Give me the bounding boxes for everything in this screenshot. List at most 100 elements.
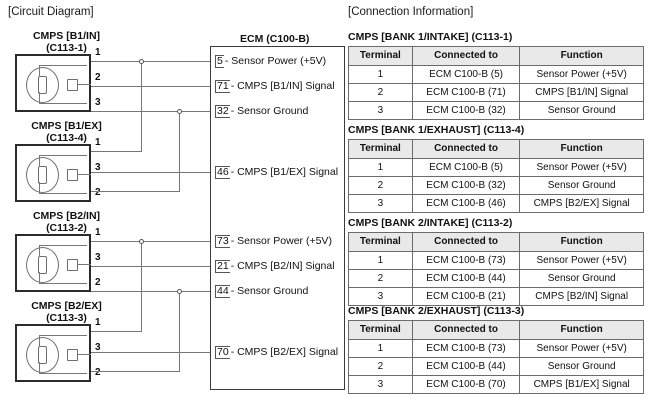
- pin-number: 3: [95, 342, 101, 353]
- wire-b1in-pin3-ground: [91, 111, 211, 112]
- connector-name: CMPS [B1/IN]: [32, 30, 101, 42]
- table-bank1-exhaust: Terminal Connected to Function 1 ECM C10…: [348, 139, 644, 213]
- ecm-pin-label: - Sensor Ground: [230, 105, 309, 117]
- ecm-pin-number: 73: [215, 235, 230, 248]
- ecm-pin-21: 21- CMPS [B2/IN] Signal: [215, 260, 335, 273]
- wire-b1ex-pin1: [91, 151, 142, 152]
- ecm-pin-32: 32- Sensor Ground: [215, 105, 308, 118]
- cell-function: Sensor Power (+5V): [519, 65, 644, 84]
- cell-connected-to: ECM C100-B (5): [411, 158, 521, 177]
- ecm-pin-label: - Sensor Power (+5V): [230, 235, 332, 247]
- wire-b2in-pin2-ground: [91, 291, 211, 292]
- cell-connected-to: ECM C100-B (46): [411, 194, 521, 213]
- wire-b2in-pin1: [91, 241, 211, 242]
- wire-junction: [177, 109, 182, 114]
- ecm-pin-label: - CMPS [B1/IN] Signal: [230, 80, 335, 92]
- connector-pad-icon: [38, 76, 47, 94]
- ecm-pin-number: 70: [215, 346, 230, 359]
- cell-connected-to: ECM C100-B (5): [411, 65, 521, 84]
- connector-body-c113-2: [15, 234, 91, 292]
- connector-square-icon: [67, 169, 78, 181]
- table-header-row: Terminal Connected to Function: [348, 320, 644, 340]
- wire-b2ex-pin1: [91, 331, 142, 332]
- ecm-pin-label: - CMPS [B2/IN] Signal: [230, 260, 335, 272]
- cell-terminal: 3: [348, 194, 413, 213]
- connector-internal-wire: [39, 272, 40, 284]
- connector-internal-wire: [39, 182, 40, 194]
- table-row: 3 ECM C100-B (32) Sensor Ground: [348, 101, 644, 120]
- connector-internal-wire: [39, 245, 87, 246]
- cell-terminal: 1: [348, 158, 413, 177]
- table-row: 2 ECM C100-B (71) CMPS [B1/IN] Signal: [348, 83, 644, 102]
- ecm-pin-label: - CMPS [B2/EX] Signal: [230, 346, 339, 358]
- column-header-connected-to: Connected to: [411, 320, 521, 340]
- column-header-function: Function: [519, 320, 644, 340]
- ecm-pin-70: 70- CMPS [B2/EX] Signal: [215, 346, 338, 359]
- table-row: 1 ECM C100-B (73) Sensor Power (+5V): [348, 251, 644, 270]
- table-row: 1 ECM C100-B (5) Sensor Power (+5V): [348, 65, 644, 84]
- connector-internal-wire: [39, 103, 87, 104]
- pin-number: 2: [95, 277, 101, 288]
- table-row: 2 ECM C100-B (44) Sensor Ground: [348, 269, 644, 288]
- connector-title-c113-3: CMPS [B2/EX] (C113-3): [14, 300, 119, 324]
- connector-internal-wire: [39, 335, 87, 336]
- ecm-pin-71: 71- CMPS [B1/IN] Signal: [215, 80, 335, 93]
- wire-b2in-pin3-signal: [91, 266, 211, 267]
- cell-connected-to: ECM C100-B (32): [411, 176, 521, 195]
- connector-name: CMPS [B2/IN]: [32, 210, 101, 222]
- connector-code: (C113-1): [46, 41, 87, 54]
- ecm-pin-number: 44: [215, 285, 230, 298]
- wire-tap-power-bank2: [141, 241, 142, 331]
- wire-b2ex-pin2-ground: [91, 371, 180, 372]
- connector-title-c113-2: CMPS [B2/IN] (C113-2): [14, 210, 119, 234]
- pin-number: 2: [95, 72, 101, 83]
- connection-information-heading: [Connection Information]: [348, 6, 474, 18]
- ecm-title: ECM (C100-B): [240, 33, 310, 45]
- table-row: 3 ECM C100-B (46) CMPS [B2/EX] Signal: [348, 194, 644, 213]
- connector-code: (C113-4): [46, 131, 87, 144]
- table-bank2-exhaust: Terminal Connected to Function 1 ECM C10…: [348, 320, 644, 394]
- column-header-terminal: Terminal: [348, 139, 413, 159]
- connector-internal-wire: [39, 362, 40, 374]
- connector-title-c113-4: CMPS [B1/EX] (C113-4): [14, 120, 119, 144]
- connector-pad-icon: [38, 346, 47, 364]
- connector-body-c113-1: [15, 54, 91, 112]
- table-row: 3 ECM C100-B (21) CMPS [B2/IN] Signal: [348, 287, 644, 306]
- cell-connected-to: ECM C100-B (73): [411, 251, 521, 270]
- column-header-terminal: Terminal: [348, 320, 413, 340]
- connector-internal-wire: [77, 174, 91, 175]
- connector-internal-wire: [77, 264, 91, 265]
- connection-information-panel: [Connection Information] CMPS [BANK 1/IN…: [345, 0, 650, 406]
- cell-connected-to: ECM C100-B (21): [411, 287, 521, 306]
- ecm-pin-number: 5: [215, 55, 224, 68]
- table-header-row: Terminal Connected to Function: [348, 232, 644, 252]
- table-row: 1 ECM C100-B (73) Sensor Power (+5V): [348, 339, 644, 358]
- connector-square-icon: [67, 259, 78, 271]
- circuit-diagram-panel: [Circuit Diagram] CMPS [B1/IN] (C113-1) …: [8, 6, 345, 390]
- cell-connected-to: ECM C100-B (73): [411, 339, 521, 358]
- column-header-function: Function: [519, 46, 644, 66]
- table-bank1-intake: Terminal Connected to Function 1 ECM C10…: [348, 46, 644, 120]
- table-row: 2 ECM C100-B (44) Sensor Ground: [348, 357, 644, 376]
- pin-number: 3: [95, 252, 101, 263]
- wire-tap-ground-bank2: [179, 291, 180, 371]
- ecm-pin-73: 73- Sensor Power (+5V): [215, 235, 332, 248]
- connector-internal-wire: [39, 92, 40, 104]
- table-row: 3 ECM C100-B (70) CMPS [B1/EX] Signal: [348, 375, 644, 394]
- cell-terminal: 3: [348, 101, 413, 120]
- connector-internal-wire: [39, 155, 87, 156]
- ecm-pin-44: 44- Sensor Ground: [215, 285, 308, 298]
- pin-number: 3: [95, 97, 101, 108]
- ecm-pin-46: 46- CMPS [B1/EX] Signal: [215, 166, 338, 179]
- cell-connected-to: ECM C100-B (71): [411, 83, 521, 102]
- table-row: 1 ECM C100-B (5) Sensor Power (+5V): [348, 158, 644, 177]
- cell-terminal: 2: [348, 357, 413, 376]
- cell-function: Sensor Ground: [519, 176, 644, 195]
- connector-internal-wire: [77, 354, 91, 355]
- connector-name: CMPS [B2/EX]: [31, 300, 102, 312]
- column-header-connected-to: Connected to: [411, 232, 521, 252]
- connector-internal-wire: [39, 65, 40, 77]
- column-header-function: Function: [519, 232, 644, 252]
- cell-function: CMPS [B1/EX] Signal: [519, 375, 644, 394]
- pin-number: 2: [95, 187, 101, 198]
